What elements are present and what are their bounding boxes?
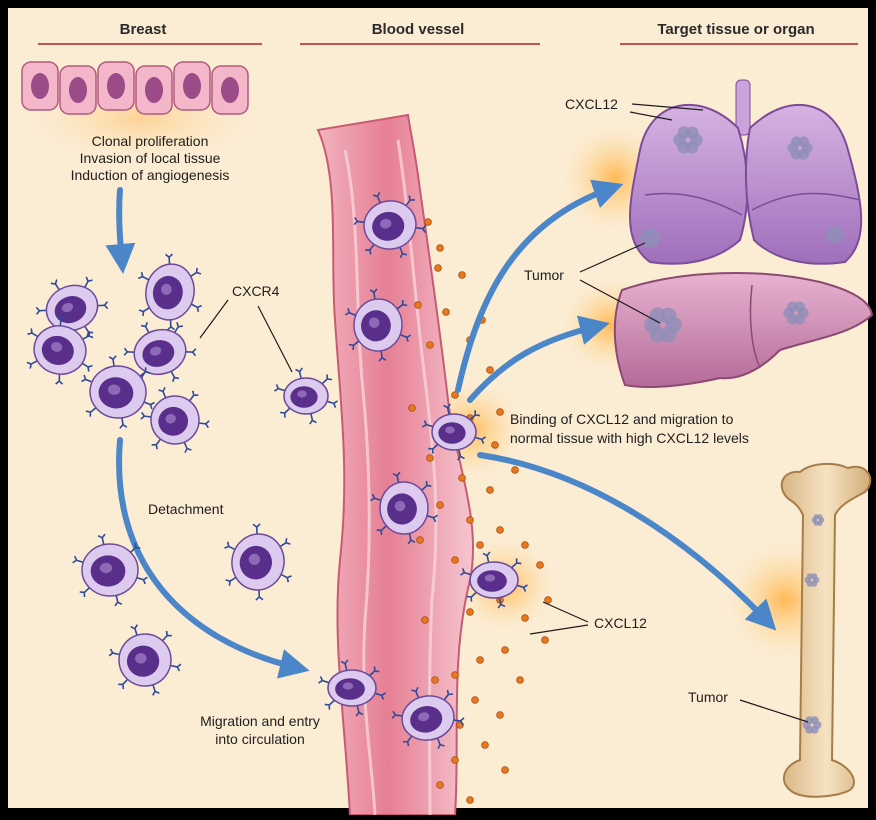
- cxcl12-dot: [487, 487, 494, 494]
- epithelial-cell: [22, 62, 58, 110]
- cxcl12-dot: [542, 637, 549, 644]
- cxcl12-dot: [502, 647, 509, 654]
- label-clonal-proliferation: Clonal proliferation: [92, 133, 209, 149]
- cxcl12-dot: [522, 542, 529, 549]
- cxcl12-dot: [427, 342, 434, 349]
- arrow-proliferation-down: [119, 190, 122, 262]
- cxcl12-dot: [415, 302, 422, 309]
- label-detachment: Detachment: [148, 501, 224, 517]
- label-invasion: Invasion of local tissue: [80, 150, 221, 166]
- cxcl12-dot: [497, 712, 504, 719]
- label-cxcl12-vessel: CXCL12: [594, 615, 647, 631]
- cxcl12-dot: [452, 672, 459, 679]
- label-migration-line2: into circulation: [215, 731, 305, 747]
- cxcl12-dot: [417, 537, 424, 544]
- cxcl12-dot: [467, 517, 474, 524]
- cxcl12-dot: [467, 609, 474, 616]
- cxcl12-dot: [437, 782, 444, 789]
- cxcl12-dot: [437, 245, 444, 252]
- cxcl12-dot: [437, 502, 444, 509]
- label-binding-line1: Binding of CXCL12 and migration to: [510, 411, 734, 427]
- cxcl12-dot: [467, 797, 474, 804]
- cxcl12-dot: [545, 597, 552, 604]
- label-tumor-organs: Tumor: [524, 267, 564, 283]
- epithelial-cell: [60, 66, 96, 114]
- epithelial-cell: [174, 62, 210, 110]
- cxcl12-dot: [497, 527, 504, 534]
- epithelial-cell: [212, 66, 248, 114]
- cxcl12-dot: [497, 409, 504, 416]
- cxcl12-dot: [522, 615, 529, 622]
- header-breast: Breast: [120, 21, 167, 38]
- label-migration-line1: Migration and entry: [200, 713, 320, 729]
- cxcl12-dot: [435, 265, 442, 272]
- cxcl12-dot: [443, 309, 450, 316]
- label-tumor-bone: Tumor: [688, 689, 728, 705]
- cxcl12-dot: [517, 677, 524, 684]
- cxcl12-dot: [472, 697, 479, 704]
- cxcl12-dot: [452, 757, 459, 764]
- cxcl12-dot: [502, 767, 509, 774]
- cxcl12-dot: [425, 219, 432, 226]
- label-binding-line2: normal tissue with high CXCL12 levels: [510, 430, 749, 446]
- cxcl12-dot: [492, 442, 499, 449]
- cxcl12-dot: [477, 542, 484, 549]
- cxcl12-dot: [432, 677, 439, 684]
- cxcl12-dot: [409, 405, 416, 412]
- cxcl12-dot: [537, 562, 544, 569]
- epithelial-cell: [136, 66, 172, 114]
- header-blood-vessel: Blood vessel: [372, 21, 465, 38]
- cxcl12-dot: [512, 467, 519, 474]
- cxcl12-dot: [452, 557, 459, 564]
- epithelial-cell: [98, 62, 134, 110]
- cxcl12-dot: [459, 272, 466, 279]
- cxcl12-dot: [459, 475, 466, 482]
- cxcl12-dot: [482, 742, 489, 749]
- label-cxcr4: CXCR4: [232, 283, 280, 299]
- cxcl12-dot: [427, 455, 434, 462]
- cxcl12-dot: [477, 657, 484, 664]
- label-angiogenesis: Induction of angiogenesis: [71, 167, 230, 183]
- header-target: Target tissue or organ: [657, 21, 814, 38]
- cxcl12-dot: [422, 617, 429, 624]
- label-cxcl12-lung: CXCL12: [565, 96, 618, 112]
- cxcl12-dot: [487, 367, 494, 374]
